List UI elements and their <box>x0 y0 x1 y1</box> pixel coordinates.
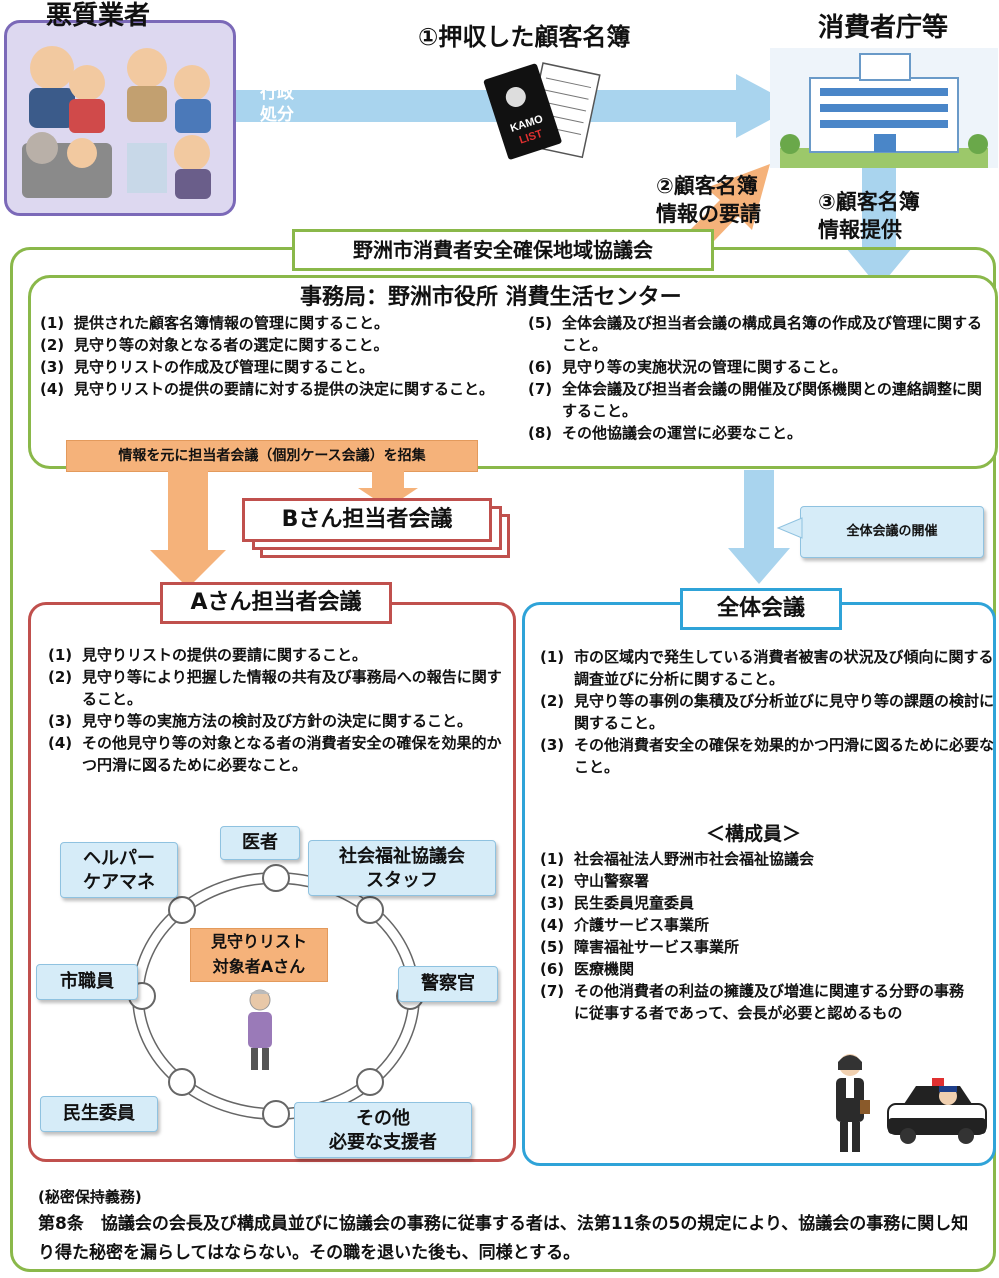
council-title: 野洲市消費者安全確保地域協議会 <box>292 229 714 271</box>
seized-list-label: ①押収した顧客名簿 <box>418 23 631 51</box>
list-item: (3)民生委員児童委員 <box>540 894 695 912</box>
a-meeting-list: (1)見守りリストの提供の要請に関すること。 (2)見守り等により把握した情報の… <box>48 644 506 776</box>
confidentiality-heading: (秘密保持義務) <box>38 1188 142 1206</box>
provide-label: ③顧客名簿 情報提供 <box>818 190 920 242</box>
list-item: (5)全体会議及び担当者会議の構成員名簿の作成及び管理に関すること。 <box>528 314 983 354</box>
a-meeting-title: Aさん担当者会議 <box>160 582 392 624</box>
list-item: (1)提供された顧客名簿情報の管理に関すること。 <box>40 314 390 332</box>
bad-vendor-box <box>4 20 236 216</box>
role-city-staff: 市職員 <box>36 964 138 1000</box>
secretariat-left-list: (1)提供された顧客名簿情報の管理に関すること。 (2)見守り等の対象となる者の… <box>40 312 500 400</box>
list-item: (5)障害福祉サービス事業所 <box>540 938 740 956</box>
customer-list-book-icon: KAMO LIST <box>483 62 601 160</box>
provide-arrow <box>846 168 912 288</box>
list-item: (3)その他消費者安全の確保を効果的かつ円滑に図るために必要なこと。 <box>540 736 995 776</box>
members-list: (1)社会福祉法人野洲市社会福祉協議会 (2)守山警察署 (3)民生委員児童委員… <box>540 848 970 1024</box>
list-item: (7)全体会議及び担当者会議の開催及び関係機関との連絡調整に関すること。 <box>528 380 982 420</box>
center-target-box: 見守りリスト 対象者Aさん <box>190 928 328 982</box>
convene-banner: 情報を元に担当者会議（個別ケース会議）を招集 <box>66 440 478 472</box>
bad-vendor-label: 悪質業者 <box>46 1 151 31</box>
arrow-to-general-meeting <box>728 470 790 584</box>
role-police: 警察官 <box>398 966 498 1002</box>
elderly-person-icon <box>248 989 272 1070</box>
general-meeting-box <box>522 602 996 1166</box>
secretariat-title: 事務局：野洲市役所 消費生活センター <box>300 285 682 310</box>
list-item: (3)見守り等の実施方法の検討及び方針の決定に関すること。 <box>48 712 473 730</box>
bad-vendor-people-illustration <box>22 46 211 199</box>
role-helper: ヘルパー ケアマネ <box>60 842 178 898</box>
list-item: (7)その他消費者の利益の擁護及び増進に関連する分野の事務に従事する者であって、… <box>540 982 965 1022</box>
role-social-welfare: 社会福祉協議会 スタッフ <box>308 840 496 896</box>
general-meeting-list: (1)市の区域内で発生している消費者被害の状況及び傾向に関する調査並びに分析に関… <box>540 646 996 778</box>
list-item: (6)見守り等の実施状況の管理に関すること。 <box>528 358 848 376</box>
secretariat-box <box>28 275 998 469</box>
list-item: (2)見守り等の対象となる者の選定に関すること。 <box>40 336 389 354</box>
list-item: (4)介護サービス事業所 <box>540 916 710 934</box>
general-callout: 全体会議の開催 <box>800 506 984 558</box>
list-item: (1)市の区域内で発生している消費者被害の状況及び傾向に関する調査並びに分析に関… <box>540 648 994 688</box>
list-item: (2)見守り等により把握した情報の共有及び事務局への報告に関すること。 <box>48 668 502 708</box>
general-meeting-title: 全体会議 <box>680 588 842 630</box>
members-heading: ＜構成員＞ <box>706 823 802 845</box>
role-minsei: 民生委員 <box>40 1096 158 1132</box>
list-item: (6)医療機関 <box>540 960 635 978</box>
general-callout-pointer <box>776 517 803 539</box>
general-callout-text: 全体会議の開催 <box>846 524 938 539</box>
secretariat-right-list: (5)全体会議及び担当者会議の構成員名簿の作成及び管理に関すること。 (6)見守… <box>528 312 983 444</box>
agency-label: 消費者庁等 <box>818 13 949 43</box>
list-item: (1)見守りリストの提供の要請に関すること。 <box>48 646 368 664</box>
list-item: (8)その他協議会の運営に必要なこと。 <box>528 424 803 442</box>
b-meeting-card: Bさん担当者会議 <box>242 498 492 542</box>
list-item: (3)見守りリストの作成及び管理に関すること。 <box>40 358 375 376</box>
arrow-to-b-meeting <box>358 470 418 508</box>
list-item: (4)その他見守り等の対象となる者の消費者安全の確保を効果的かつ円滑に図るために… <box>48 734 502 774</box>
government-building-icon <box>770 48 998 168</box>
police-car-icon <box>887 1078 987 1144</box>
businesswoman-icon <box>836 1054 870 1152</box>
request-label: ②顧客名簿 情報の要請 <box>656 174 761 226</box>
role-doctor: 医者 <box>220 826 300 860</box>
list-item: (1)社会福祉法人野洲市社会福祉協議会 <box>540 850 815 868</box>
list-item: (4)見守りリストの提供の要請に対する提供の決定に関すること。 <box>40 380 495 398</box>
confidentiality-text: 第8条 協議会の会長及び構成員並びに協議会の事務に従事する者は、法第11条の5の… <box>38 1214 969 1263</box>
admin-action-label: 行政 処分 <box>260 83 294 125</box>
list-item: (2)見守り等の事例の集積及び分析並びに見守り等の課題の検討に関すること。 <box>540 692 995 732</box>
arrow-to-a-meeting <box>150 470 226 588</box>
list-item: (2)守山警察署 <box>540 872 650 890</box>
role-other: その他 必要な支援者 <box>294 1102 472 1158</box>
